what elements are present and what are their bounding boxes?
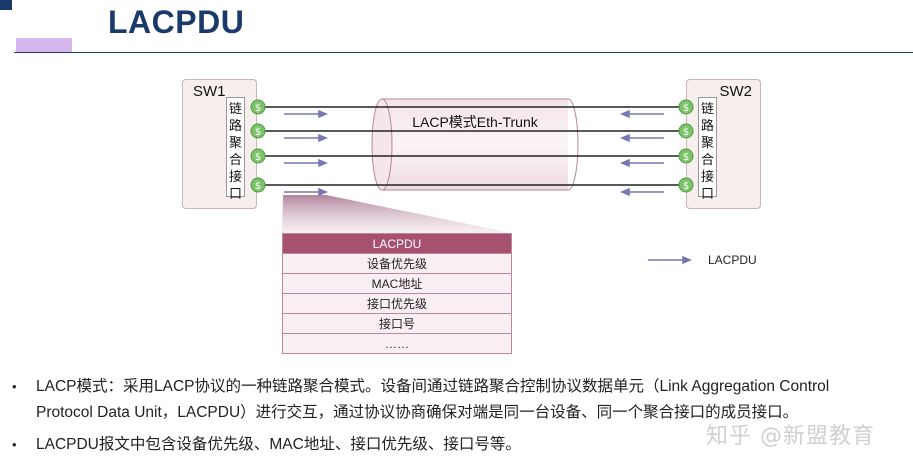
port-icons-layer: $ $ $ $ $ $ $ $ LACP模式Eth-Trunk: [250, 99, 694, 193]
port-icon-glyph: $: [683, 181, 689, 192]
arrow-left-3: [620, 158, 664, 168]
agg-char: 聚: [700, 135, 714, 150]
legend-label: LACPDU: [708, 253, 757, 267]
eth-trunk-tube: [371, 98, 579, 191]
bullet-dot: •: [12, 379, 17, 394]
port-icon-glyph: $: [255, 127, 261, 138]
port-icon: $: [250, 123, 266, 139]
arrow-left-2: [620, 133, 664, 143]
agg-char: 合: [228, 152, 242, 167]
pdu-expansion-fan: [282, 195, 512, 233]
arrow-left-4: [620, 187, 664, 197]
port-icon-glyph: $: [683, 103, 689, 114]
arrow-left-1: [620, 109, 664, 119]
lacpdu-fields-table: LACPDU 设备优先级 MAC地址 接口优先级 接口号 ……: [282, 233, 512, 354]
port-icon: $: [250, 177, 266, 193]
agg-char: 口: [700, 186, 714, 201]
arrow-right-4: [284, 187, 328, 197]
sw2-port-icons: $ $ $ $: [678, 99, 694, 193]
arrow-right-3: [284, 158, 328, 168]
bullet-line: LACPDU报文中包含设备优先级、MAC地址、接口优先级、接口号等。: [36, 436, 521, 453]
legend-arrow: [648, 255, 692, 265]
agg-char: 路: [228, 118, 242, 133]
switch-sw1: SW1 链 路 聚 合 接 口: [182, 79, 257, 209]
bullet-dot: •: [12, 437, 17, 452]
trunk-label: LACP模式Eth-Trunk: [412, 114, 539, 130]
lacpdu-field: ……: [282, 333, 512, 354]
agg-char: 路: [700, 118, 714, 133]
port-icon: $: [250, 148, 266, 164]
lacpdu-field: 设备优先级: [282, 253, 512, 274]
lacpdu-field: 接口号: [282, 313, 512, 334]
title-accent-strip: [16, 38, 72, 52]
arrow-right-1: [284, 109, 328, 119]
bullet-line: Protocol Data Unit，LACPDU）进行交互，通过协议协商确保对…: [36, 404, 799, 421]
lacp-diagram: SW1 链 路 聚 合 接 口 SW2 链 路 聚 合 接 口: [182, 79, 761, 354]
agg-char: 口: [228, 186, 242, 201]
switch-sw2-label: SW2: [719, 83, 752, 100]
watermark: 知乎 @新盟教育: [706, 424, 875, 449]
agg-char: 聚: [228, 135, 242, 150]
sw2-aggregation-port-group: 链 路 聚 合 接 口: [698, 97, 717, 201]
agg-char: 接: [700, 169, 714, 184]
port-icon: $: [678, 99, 694, 115]
port-icon: $: [678, 148, 694, 164]
arrow-right-2: [284, 133, 328, 143]
agg-char: 接: [228, 169, 242, 184]
port-icon-glyph: $: [683, 127, 689, 138]
links: [258, 106, 686, 186]
title-rule: [14, 52, 913, 53]
agg-char: 合: [700, 152, 714, 167]
port-icon: $: [678, 123, 694, 139]
port-icon-glyph: $: [255, 152, 261, 163]
port-icon-glyph: $: [255, 103, 261, 114]
sw1-port-icons: $ $ $ $: [250, 99, 266, 193]
diagram-canvas: [258, 98, 692, 265]
lacpdu-table-header: LACPDU: [282, 233, 512, 254]
agg-char: 链: [700, 101, 714, 116]
bullet-item: • LACPDU报文中包含设备优先级、MAC地址、接口优先级、接口号等。: [10, 432, 910, 458]
bullet-item: • LACP模式：采用LACP协议的一种链路聚合模式。设备间通过链路聚合控制协议…: [10, 374, 910, 426]
switch-sw1-label: SW1: [193, 83, 226, 100]
bullet-line: LACP模式：采用LACP协议的一种链路聚合模式。设备间通过链路聚合控制协议数据…: [36, 378, 830, 395]
sw1-aggregation-port-group: 链 路 聚 合 接 口: [226, 97, 245, 201]
sw1-lacpdu-arrows: [284, 109, 328, 197]
port-icon-glyph: $: [683, 152, 689, 163]
port-icon-glyph: $: [255, 181, 261, 192]
agg-char: 链: [228, 101, 242, 116]
port-icon: $: [678, 177, 694, 193]
lacpdu-field: MAC地址: [282, 273, 512, 294]
bullet-list: • LACP模式：采用LACP协议的一种链路聚合模式。设备间通过链路聚合控制协议…: [10, 374, 910, 458]
lacpdu-field: 接口优先级: [282, 293, 512, 314]
port-icon: $: [250, 99, 266, 115]
switch-sw2: SW2 链 路 聚 合 接 口: [686, 79, 761, 209]
sw2-lacpdu-arrows: [620, 109, 664, 197]
page-title: LACPDU: [108, 4, 245, 40]
title-accent-block: [0, 0, 12, 10]
